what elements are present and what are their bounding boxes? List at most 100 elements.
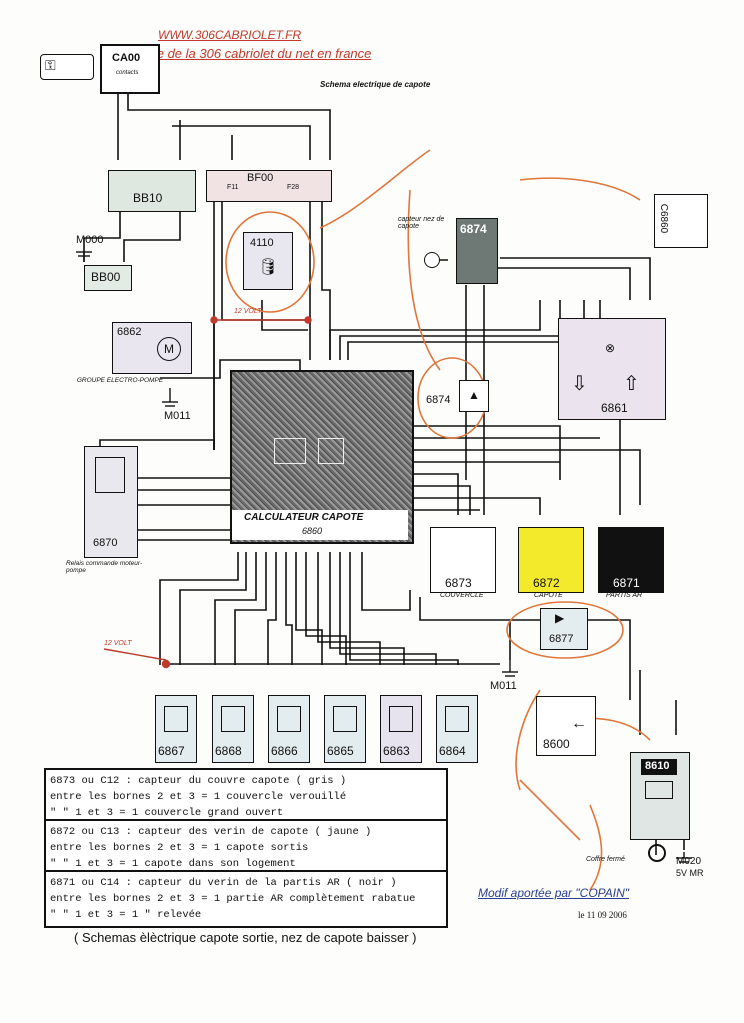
c6861-code: 6861 — [601, 401, 628, 415]
c6874-top-box: 6874 — [456, 218, 498, 284]
note-line: 6873 ou C12 : capteur du couvre capote (… — [50, 775, 347, 787]
c6861-box: ⇩ ⇧ ⊗ 6861 — [558, 318, 666, 420]
c6870-box: 6870 — [84, 446, 138, 558]
c6877-box: ▶ 6877 — [540, 608, 588, 650]
c6860-small-box: C6860 — [654, 194, 708, 248]
valve-coil-icon — [221, 706, 245, 732]
sensor-notes-table: 6873 ou C12 : capteur du couvre capote (… — [44, 768, 448, 928]
arrow-up-icon: ⇧ — [623, 373, 640, 395]
c4110-box: 4110 🛢 — [243, 232, 293, 290]
c6872-caption: CAPOTE — [534, 592, 563, 599]
diode-icon: ▶ — [555, 611, 565, 625]
c6871-code: 6871 — [613, 576, 640, 590]
note-6872: 6872 ou C13 : capteur des verin de capot… — [46, 821, 446, 872]
ignition-key-icon: ⚿ — [40, 54, 94, 80]
chip-icon — [318, 438, 344, 464]
c6870-caption: Relais commande moteur-pompe — [66, 560, 143, 574]
site-tagline: le site de la 306 cabriolet du net en fr… — [130, 46, 372, 61]
note-line: entre les bornes 2 et 3 = 1 couvercle ve… — [50, 791, 347, 803]
c6862-code: 6862 — [117, 326, 142, 338]
oil-can-icon: 🛢 — [258, 259, 279, 276]
c8610-box: 8610 — [630, 752, 690, 840]
bf00-fuse-left: F11 — [227, 184, 239, 191]
note-line: " " 1 et 3 = 1 " relevée — [50, 909, 202, 921]
c6860-calculator: CALCULATEUR CAPOTE 6860 — [230, 370, 414, 544]
bb00-box: BB00 — [84, 265, 132, 291]
c6872-code: 6872 — [533, 576, 560, 590]
valve-code: 6868 — [215, 744, 242, 758]
valve-code: 6866 — [271, 744, 298, 758]
note-line: " " 1 et 3 = 1 couvercle grand ouvert — [50, 807, 284, 819]
valve-6864: 6864 — [436, 695, 478, 763]
valve-6865: 6865 — [324, 695, 366, 763]
arrow-left-icon: ← — [571, 715, 587, 732]
credit: Modif aportée par "COPAIN" — [478, 886, 630, 900]
c6870-code: 6870 — [93, 537, 118, 549]
note-line: 6871 ou C14 : capteur du verin de la par… — [50, 877, 397, 889]
note-line: " " 1 et 3 = 1 capote dans son logement — [50, 858, 296, 870]
valve-6868: 6868 — [212, 695, 254, 763]
c6874-top-caption: capteur nez de capote — [398, 216, 445, 230]
c6874-mid-code: 6874 — [426, 394, 451, 406]
volt12-top-label: 12 VOLT — [234, 308, 262, 315]
c8600-code: 8600 — [543, 737, 570, 751]
car-icon — [645, 781, 673, 799]
bb10-box: BB10 — [108, 170, 196, 212]
m020-code: M020 — [676, 856, 702, 867]
c6873-code: 6873 — [445, 576, 472, 590]
c8610-code: 8610 — [645, 760, 670, 772]
relay-coil-icon — [95, 457, 125, 493]
valve-coil-icon — [164, 706, 188, 732]
volt12-left-label: 12 VOLT — [104, 640, 132, 647]
ca00-code: CA00 — [112, 52, 141, 64]
valve-coil-icon — [277, 706, 301, 732]
c4110-code: 4110 — [250, 237, 274, 249]
ca00-sub: contacts — [116, 70, 139, 76]
c6860-code: CALCULATEUR CAPOTE — [244, 512, 364, 523]
footer-caption: ( Schemas èlèctrique capote sortie, nez … — [74, 930, 417, 945]
c6874-top-code: 6874 — [460, 222, 487, 236]
valve-6863: 6863 — [380, 695, 422, 763]
car-icon — [274, 438, 306, 464]
m000-code: M000 — [76, 234, 104, 246]
note-line: entre les bornes 2 et 3 = 1 capote sorti… — [50, 842, 309, 854]
switch-contact-icon — [648, 844, 666, 862]
c6862-box: 6862 M — [112, 322, 192, 374]
note-6871: 6871 ou C14 : capteur du verin de la par… — [46, 872, 446, 923]
bf00-fuse-right: F28 — [287, 184, 300, 191]
c8610-caption: Coffre fermé — [586, 856, 625, 863]
c6872-box: 6872 — [518, 527, 584, 593]
m011a-code: M011 — [164, 410, 191, 422]
bf00-code: BF00 — [247, 172, 274, 184]
arrow-down-icon: ⇩ — [571, 373, 588, 395]
valve-coil-icon — [389, 706, 413, 732]
bf00-box: BF00 F11 F28 — [206, 170, 332, 202]
bb10-code: BB10 — [133, 191, 163, 205]
c6871-caption: PARTIS AR — [606, 592, 643, 599]
c6873-caption: COUVERCLE — [440, 592, 484, 599]
motor-icon: M — [157, 337, 181, 361]
valve-code: 6863 — [383, 744, 410, 758]
note-line: 6872 ou C13 : capteur des verin de capot… — [50, 826, 372, 838]
ca00-box: CA00 contacts — [100, 44, 160, 94]
c6862-caption: GROUPE ELECTRO-POMPE — [76, 377, 164, 384]
valve-6867: 6867 — [155, 695, 197, 763]
valve-coil-icon — [445, 706, 469, 732]
c6860-sub: 6860 — [302, 526, 323, 536]
schema-title: Schema electrique de capote — [320, 80, 431, 89]
note-6873: 6873 ou C12 : capteur du couvre capote (… — [46, 770, 446, 821]
valve-6866: 6866 — [268, 695, 310, 763]
valve-code: 6865 — [327, 744, 354, 758]
date: le 11 09 2006 — [578, 910, 627, 920]
note-line: entre les bornes 2 et 3 = 1 partie AR co… — [50, 893, 416, 905]
c6877-code: 6877 — [549, 633, 574, 645]
c6873-box: 6873 — [430, 527, 496, 593]
c8600-box: ← 8600 — [536, 696, 596, 756]
site-url: WWW.306CABRIOLET.FR — [158, 28, 302, 42]
c6860-small-code: C6860 — [658, 203, 670, 234]
m011b-code: M011 — [490, 680, 517, 692]
m020-sub: 5V MR — [676, 868, 704, 878]
bb00-code: BB00 — [91, 270, 121, 284]
c6871-box: 6871 — [598, 527, 664, 593]
valve-code: 6864 — [439, 744, 466, 758]
